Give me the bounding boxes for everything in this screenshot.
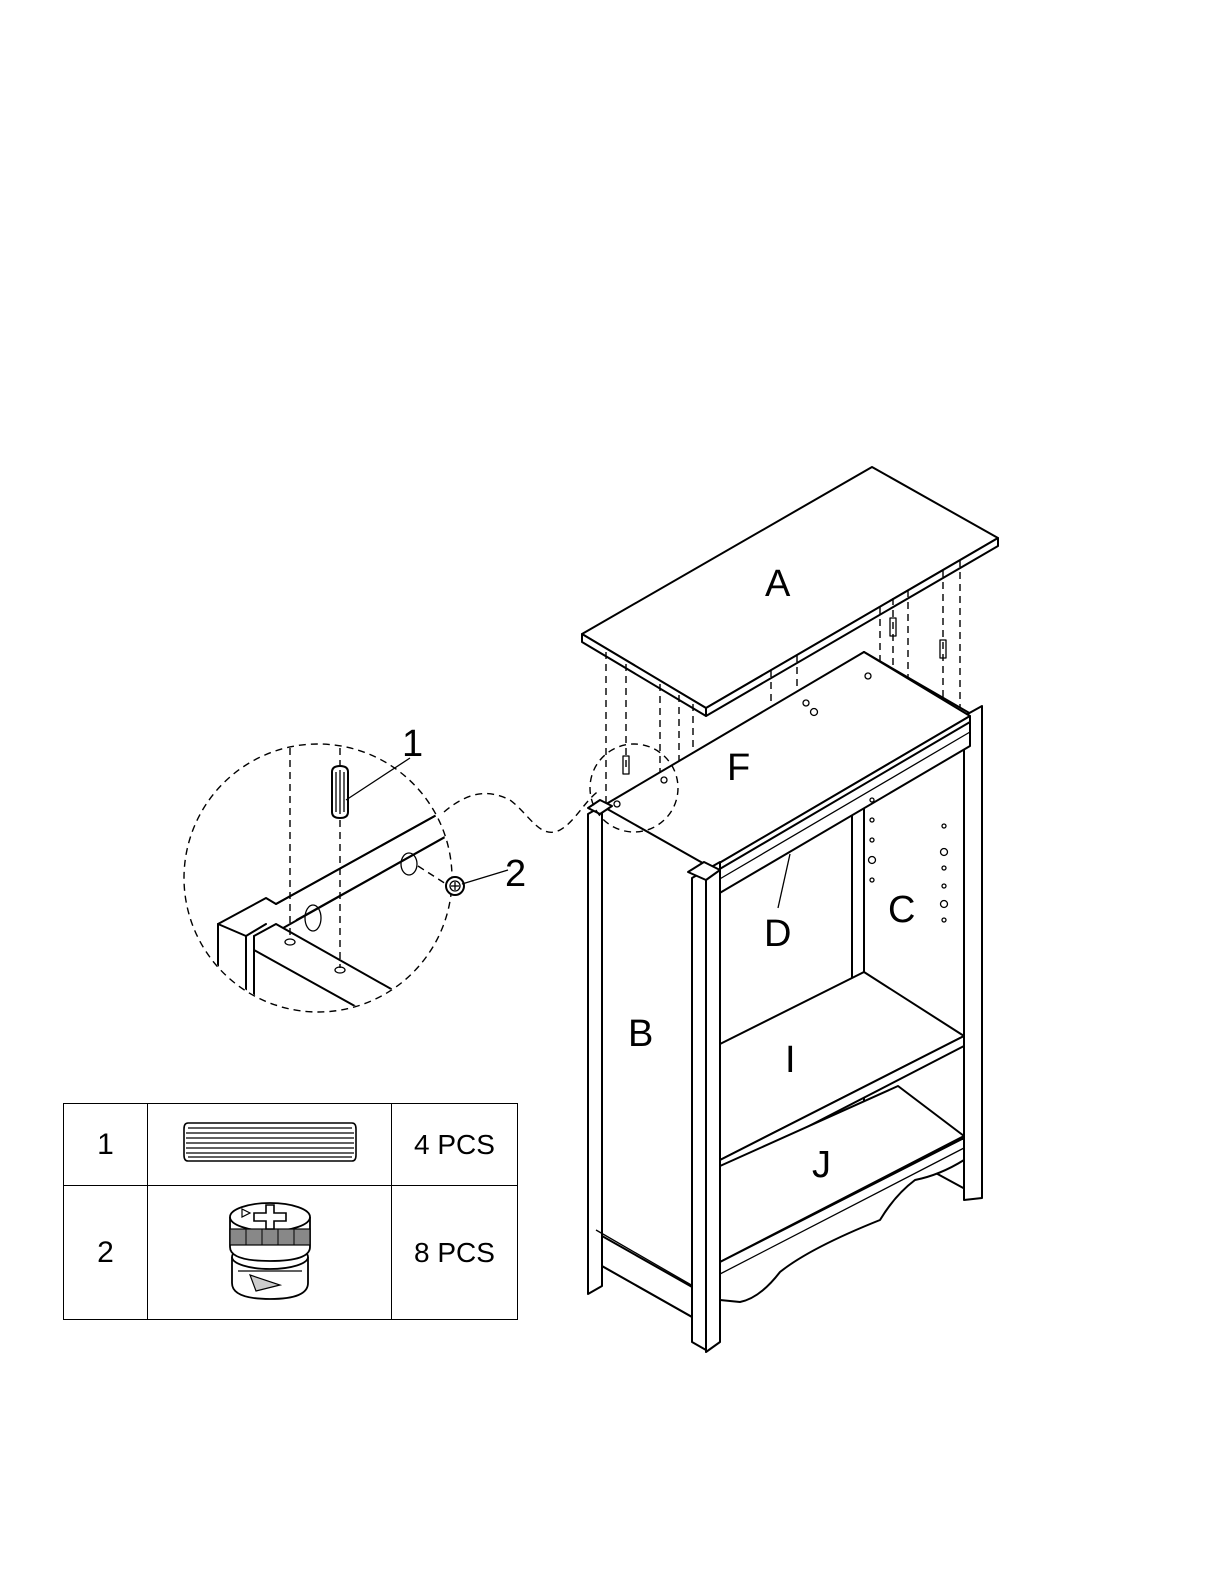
label-panel-c: C [888, 889, 915, 931]
part-number: 1 [97, 1128, 114, 1161]
label-panel-b: B [628, 1013, 653, 1055]
part-number-cell: 2 [64, 1186, 148, 1320]
wooden-dowel-icon [180, 1117, 360, 1167]
bookcase-carcass [588, 652, 982, 1352]
part-number: 2 [97, 1236, 114, 1269]
part-image-cell [148, 1104, 392, 1186]
cam-lock-icon [220, 1195, 320, 1305]
part-quantity-cell: 8 PCS [392, 1186, 518, 1320]
part-number-cell: 1 [64, 1104, 148, 1186]
part-image-cell [148, 1186, 392, 1320]
part-quantity: 4 PCS [414, 1129, 495, 1160]
label-panel-j: J [812, 1144, 831, 1186]
dowel-detail [332, 766, 348, 818]
cam-lock-detail [446, 877, 464, 895]
parts-table: 1 4 PCS 2 [63, 1103, 518, 1320]
callout-cam-lock-number: 2 [505, 853, 526, 895]
label-panel-a: A [765, 563, 791, 605]
callout-dowel-number: 1 [402, 723, 423, 765]
part-quantity: 8 PCS [414, 1237, 495, 1268]
part-quantity-cell: 4 PCS [392, 1104, 518, 1186]
label-panel-d: D [764, 913, 791, 955]
label-panel-f: F [727, 747, 750, 789]
parts-row: 1 4 PCS [64, 1104, 518, 1186]
parts-row: 2 8 PCS [64, 1186, 518, 1320]
label-panel-i: I [785, 1039, 796, 1081]
